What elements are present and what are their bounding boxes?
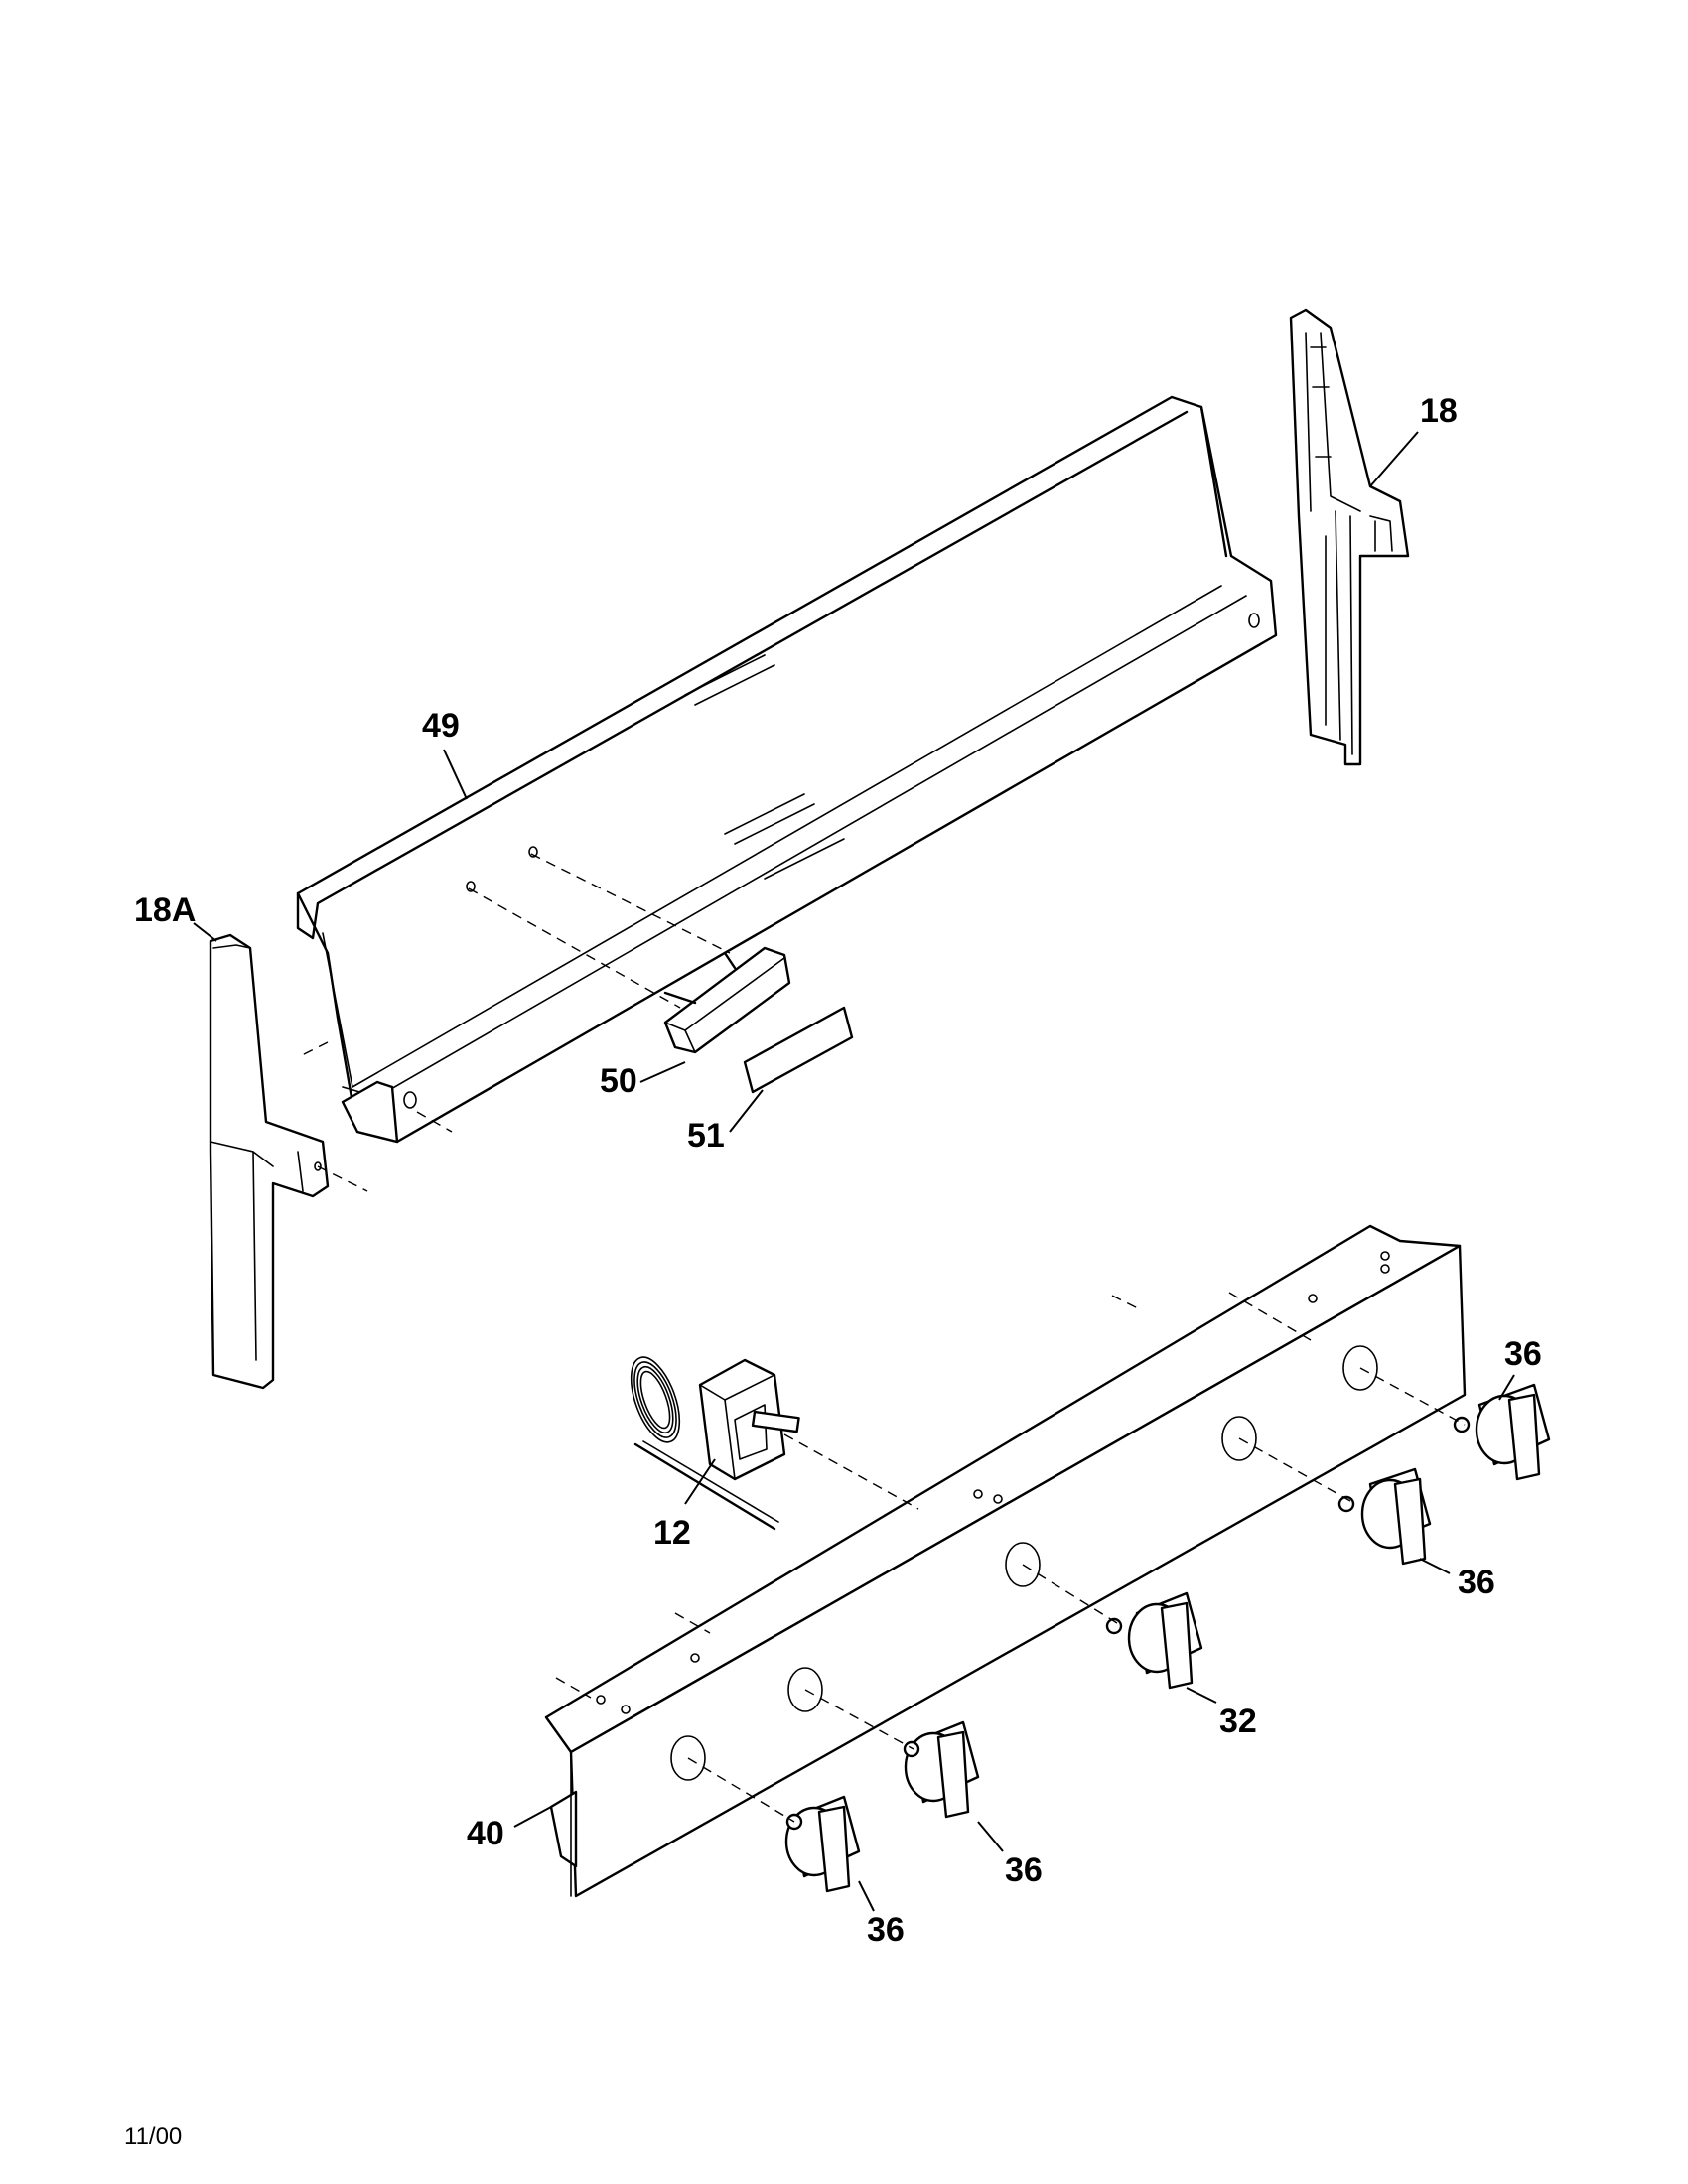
end-cap-right (1289, 308, 1410, 766)
end-cap-left (209, 933, 330, 1390)
knob-mid-right (1337, 1467, 1432, 1566)
date-code: 11/00 (124, 2123, 182, 2150)
callout-36-lower-mid: 36 (1005, 1851, 1043, 1889)
callout-36-upper-right: 36 (1504, 1335, 1542, 1373)
callout-18a: 18A (134, 891, 196, 929)
control-panel (544, 1224, 1467, 1898)
callout-18: 18 (1420, 392, 1458, 430)
knob-lower-mid (903, 1720, 980, 1819)
callout-49: 49 (422, 707, 460, 745)
callout-36-mid-right: 36 (1458, 1564, 1495, 1601)
thermostat (630, 1356, 800, 1531)
callout-36-lower-left: 36 (867, 1911, 905, 1949)
callout-32: 32 (1219, 1703, 1257, 1740)
overlay-label (743, 1006, 854, 1094)
knob-upper-right (1453, 1383, 1551, 1481)
alignment-lines (297, 853, 1466, 1823)
clock-timer (663, 946, 791, 1054)
knob-lower-left (784, 1795, 861, 1893)
callout-51: 51 (687, 1117, 725, 1155)
backguard-panel (296, 395, 1278, 1144)
leader-lines (193, 431, 1515, 1912)
callout-50: 50 (600, 1062, 637, 1100)
callout-12: 12 (653, 1514, 691, 1552)
callout-40: 40 (467, 1815, 504, 1852)
knob-center (1105, 1591, 1203, 1690)
